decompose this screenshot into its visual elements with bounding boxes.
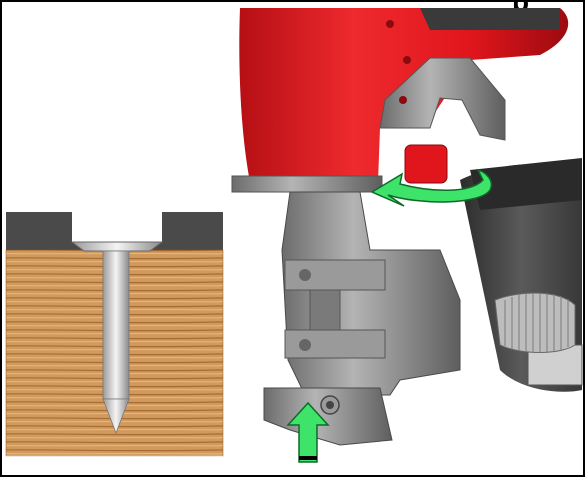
- coil-nailer: [231, 8, 583, 446]
- nose-assembly: [281, 191, 461, 396]
- contact-foot: [263, 387, 393, 446]
- nail-head: [70, 241, 164, 252]
- trigger: [379, 57, 506, 141]
- nail-point: [102, 398, 130, 435]
- rotate-arrow-icon: [370, 168, 492, 207]
- red-adjuster: [404, 144, 448, 184]
- nail-head-recess: [72, 212, 162, 242]
- nail-shank: [102, 250, 130, 400]
- knurled-knob: [494, 292, 576, 353]
- up-arrow-icon: [286, 401, 330, 463]
- nail-in-wood-cross-section: [5, 212, 224, 457]
